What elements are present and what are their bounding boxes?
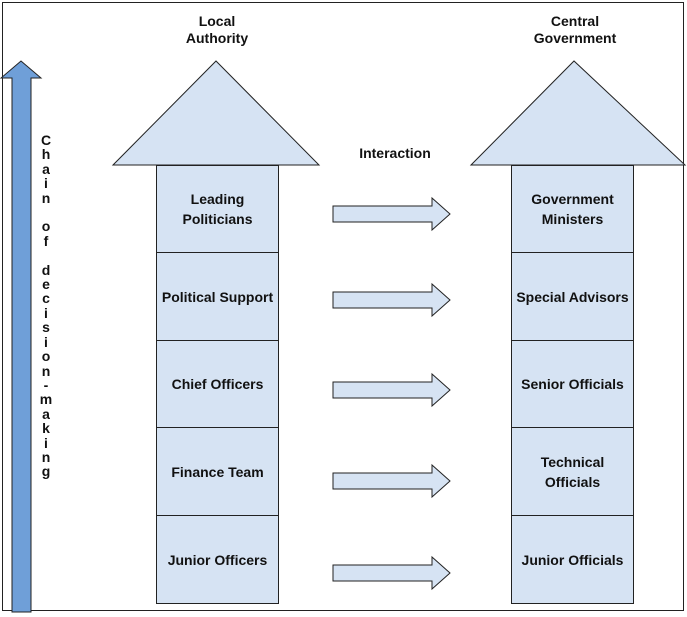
decision-chain-label-char: o: [41, 348, 51, 365]
central-role-cell: Senior Officials: [511, 340, 634, 428]
decision-chain-label-char: [36, 205, 56, 219]
decision-chain-label-char: i: [44, 434, 48, 451]
decision-chain-label-char: o: [41, 218, 51, 235]
decision-chain-label-char: c: [42, 290, 50, 307]
decision-chain-label-char: a: [42, 160, 50, 177]
decision-chain-arrow: [0, 60, 43, 613]
interaction-arrows: [332, 196, 451, 591]
decision-chain-label-char: e: [42, 276, 50, 293]
decision-chain-label-char: h: [41, 146, 51, 163]
decision-chain-label-char: -: [43, 376, 49, 393]
central-role-cell: Government Ministers: [511, 165, 634, 253]
central-government-title-line1: Central: [550, 13, 600, 29]
decision-chain-label-char: n: [41, 362, 51, 379]
central-role-cell: Technical Officials: [511, 427, 634, 516]
interaction-arrow-4: [332, 463, 451, 499]
interaction-arrow-3: [332, 372, 451, 408]
central-government-title-line2: Government: [533, 30, 617, 46]
decision-chain-label-char: [36, 248, 56, 262]
decision-chain-label-char: k: [42, 420, 50, 437]
central-role-cell: Junior Officials: [511, 515, 634, 604]
interaction-arrow-1: [332, 196, 451, 232]
local-authority-arrowhead: [111, 60, 321, 166]
local-role-cell: Political Support: [156, 252, 279, 341]
local-role-cell: Junior Officers: [156, 515, 279, 604]
local-authority-title-line2: Authority: [185, 30, 249, 46]
decision-chain-label-char: g: [41, 463, 51, 480]
central-role-cell: Special Advisors: [511, 252, 634, 341]
decision-chain-label-char: i: [44, 175, 48, 192]
decision-chain-label-char: i: [44, 304, 48, 321]
local-authority-title-line1: Local: [198, 13, 236, 29]
decision-chain-label-char: i: [44, 333, 48, 350]
interaction-label: Interaction: [359, 145, 431, 161]
decision-chain-label-char: a: [42, 405, 50, 422]
interaction-arrow-2: [332, 282, 451, 318]
decision-chain-label-char: C: [40, 132, 52, 148]
central-government-arrowhead: [469, 60, 687, 166]
decision-chain-label-char: d: [41, 261, 51, 278]
interaction-arrow-5: [332, 555, 451, 591]
decision-chain-label-char: f: [43, 232, 49, 249]
local-authority-title: Local Authority: [156, 13, 278, 47]
decision-chain-label-char: s: [42, 319, 50, 336]
decision-chain-label-char: m: [39, 391, 53, 408]
decision-chain-label-char: n: [41, 189, 51, 206]
local-role-cell: Leading Politicians: [156, 165, 279, 253]
local-role-cell: Chief Officers: [156, 340, 279, 428]
central-government-title: Central Government: [510, 13, 640, 47]
decision-chain-label-char: n: [41, 448, 51, 465]
local-role-cell: Finance Team: [156, 427, 279, 516]
